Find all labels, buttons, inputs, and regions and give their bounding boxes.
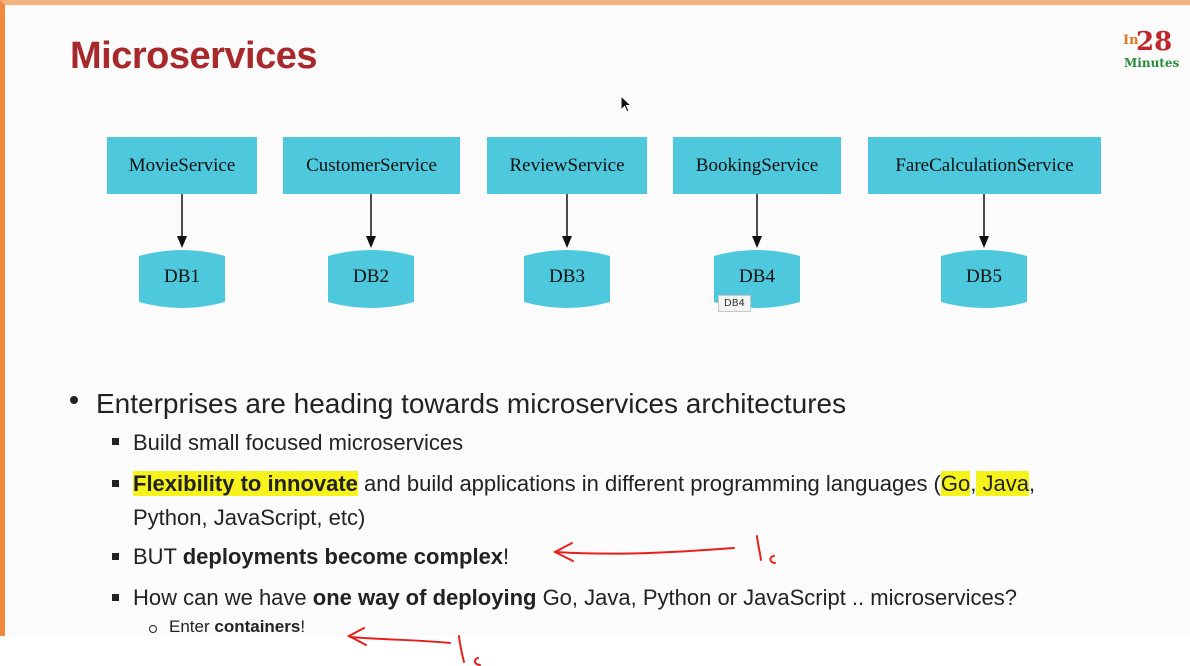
bullet-text: ! xyxy=(300,617,306,636)
bullet-square xyxy=(112,480,119,487)
sub-bullet-containers: Enter containers! xyxy=(169,617,305,637)
highlighted-bold-text: Flexibility to innovate xyxy=(133,471,358,496)
service-box-movie[interactable]: MovieService xyxy=(107,137,257,194)
bullet-build-small: Build small focused microservices xyxy=(133,426,463,460)
database-label: DB3 xyxy=(549,266,585,287)
database-icon xyxy=(524,250,610,308)
bullet-text: Enter xyxy=(169,617,215,636)
bullet-square xyxy=(112,553,119,560)
bold-text: one way of deploying xyxy=(312,585,537,610)
service-box-fare-calculation[interactable]: FareCalculationService xyxy=(868,137,1101,194)
service-label: BookingService xyxy=(695,154,819,176)
bullet-text: , xyxy=(970,471,977,496)
bold-text: deployments become complex xyxy=(182,544,504,569)
bullet-text: and build applications in different prog… xyxy=(357,471,941,496)
logo-suffix: Minutes xyxy=(1124,56,1180,70)
bullet-square xyxy=(112,594,119,601)
annotation-arrow-1 xyxy=(552,535,776,564)
database-icon xyxy=(941,250,1027,308)
database-label: DB5 xyxy=(966,266,1002,287)
bullet-text: , xyxy=(1028,471,1036,496)
arrow-customer-db2 xyxy=(366,194,376,248)
bullet-text: How can we have xyxy=(133,585,313,610)
bullet-deployments: BUT deployments become complex! xyxy=(133,540,509,574)
database-label: DB4 xyxy=(739,266,775,287)
service-label: FareCalculationService xyxy=(895,154,1074,176)
logo-number: 28 xyxy=(1136,27,1173,57)
annotation-arrow-2 xyxy=(346,627,481,666)
database-label: DB2 xyxy=(353,266,389,287)
slide-title: Microservices xyxy=(70,35,318,77)
bullet-text: Build small focused microservices xyxy=(133,430,464,455)
bullet-text: ! xyxy=(503,544,510,569)
service-box-booking[interactable]: BookingService xyxy=(673,137,841,194)
database-db1[interactable]: DB1 xyxy=(139,250,225,308)
service-box-customer[interactable]: CustomerService xyxy=(283,137,460,194)
bullet-text: BUT xyxy=(133,544,183,569)
slide: Microservices In 28 Minutes xyxy=(0,0,1190,636)
database-db4[interactable]: DB4 xyxy=(714,250,800,308)
mouse-cursor-icon xyxy=(620,95,633,113)
db4-tooltip: DB4 xyxy=(718,295,751,312)
arrow-fare-db5 xyxy=(979,194,989,248)
database-label: DB1 xyxy=(164,266,200,287)
highlight-java: Java xyxy=(976,471,1029,496)
service-label: CustomerService xyxy=(306,154,437,176)
in28minutes-logo: In 28 Minutes xyxy=(1123,27,1183,71)
service-label: ReviewService xyxy=(509,154,625,176)
database-icon xyxy=(714,250,800,308)
bullet-flexibility-line2: Python, JavaScript, etc) xyxy=(133,505,366,530)
arrow-review-db3 xyxy=(562,194,572,248)
database-db3[interactable]: DB3 xyxy=(524,250,610,308)
bullet-text: Go, Java, Python or JavaScript .. micros… xyxy=(536,585,1017,610)
bullet-circle xyxy=(149,625,157,633)
database-db5[interactable]: DB5 xyxy=(941,250,1027,308)
logo-prefix: In xyxy=(1123,33,1139,48)
highlight-go: Go xyxy=(940,471,971,496)
bullet-flexibility: Flexibility to innovate and build applic… xyxy=(133,467,1035,501)
main-bullet-text: Enterprises are heading towards microser… xyxy=(96,388,847,419)
service-label: MovieService xyxy=(128,154,236,176)
database-icon xyxy=(139,250,225,308)
bullet-square xyxy=(112,438,119,445)
database-db2[interactable]: DB2 xyxy=(328,250,414,308)
arrow-movie-db1 xyxy=(177,194,187,248)
service-box-review[interactable]: ReviewService xyxy=(487,137,647,194)
arrow-booking-db4 xyxy=(752,194,762,248)
database-icon xyxy=(328,250,414,308)
bold-text: containers xyxy=(214,617,301,636)
bullet-dot xyxy=(70,396,78,404)
bullet-one-way: How can we have one way of deploying Go,… xyxy=(133,581,1017,615)
